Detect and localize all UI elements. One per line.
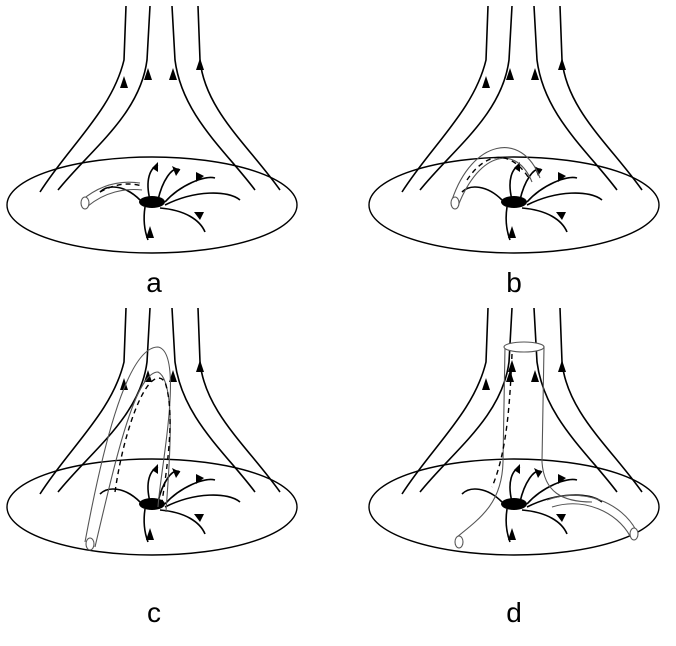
panel-label-d: d <box>506 597 522 628</box>
panel-a <box>7 6 297 253</box>
panel-label-a: a <box>146 267 162 298</box>
panel-label-b: b <box>506 267 522 298</box>
panel-b <box>369 6 659 253</box>
panel-d <box>369 308 659 555</box>
panel-label-c: c <box>147 597 161 628</box>
panel-c <box>7 308 297 555</box>
